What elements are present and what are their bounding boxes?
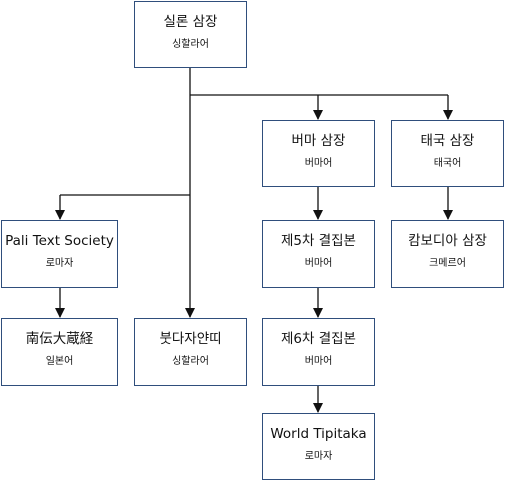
node-sixth-council: 제6차 결집본 버마어: [262, 318, 375, 386]
node-cambodian-tipitaka: 캄보디아 삼장 크메르어: [391, 220, 504, 288]
node-title: 붓다자얀띠: [159, 331, 222, 347]
node-nanden-daizokyo: 南伝大蔵経 일본어: [1, 318, 118, 386]
node-title: 캄보디아 삼장: [408, 233, 487, 249]
node-title: 태국 삼장: [420, 133, 475, 149]
node-script: 태국어: [433, 158, 462, 169]
node-title: 제5차 결집본: [281, 233, 356, 249]
node-pali-text-society: Pali Text Society 로마자: [1, 220, 118, 288]
node-script: 로마자: [304, 451, 333, 462]
node-sinhala-tipitaka: 실론 삼장 싱할라어: [134, 1, 247, 68]
node-buddha-jayanti: 붓다자얀띠 싱할라어: [134, 318, 247, 386]
node-title: 버마 삼장: [291, 133, 346, 149]
node-world-tipitaka: World Tipitaka 로마자: [262, 413, 375, 480]
node-script: 버마어: [304, 258, 333, 269]
node-script: 버마어: [304, 356, 333, 367]
node-title: 南伝大蔵経: [25, 331, 94, 347]
node-script: 로마자: [45, 258, 74, 269]
node-script: 싱할라어: [172, 39, 209, 50]
node-title: 제6차 결집본: [281, 331, 356, 347]
node-title: World Tipitaka: [270, 426, 367, 442]
node-burmese-tipitaka: 버마 삼장 버마어: [262, 120, 375, 187]
node-script: 버마어: [304, 158, 333, 169]
node-script: 크메르어: [429, 258, 466, 269]
node-thai-tipitaka: 태국 삼장 태국어: [391, 120, 504, 187]
node-fifth-council: 제5차 결집본 버마어: [262, 220, 375, 288]
node-title: Pali Text Society: [5, 233, 114, 249]
node-script: 싱할라어: [172, 356, 209, 367]
node-title: 실론 삼장: [163, 14, 218, 30]
node-script: 일본어: [45, 356, 74, 367]
